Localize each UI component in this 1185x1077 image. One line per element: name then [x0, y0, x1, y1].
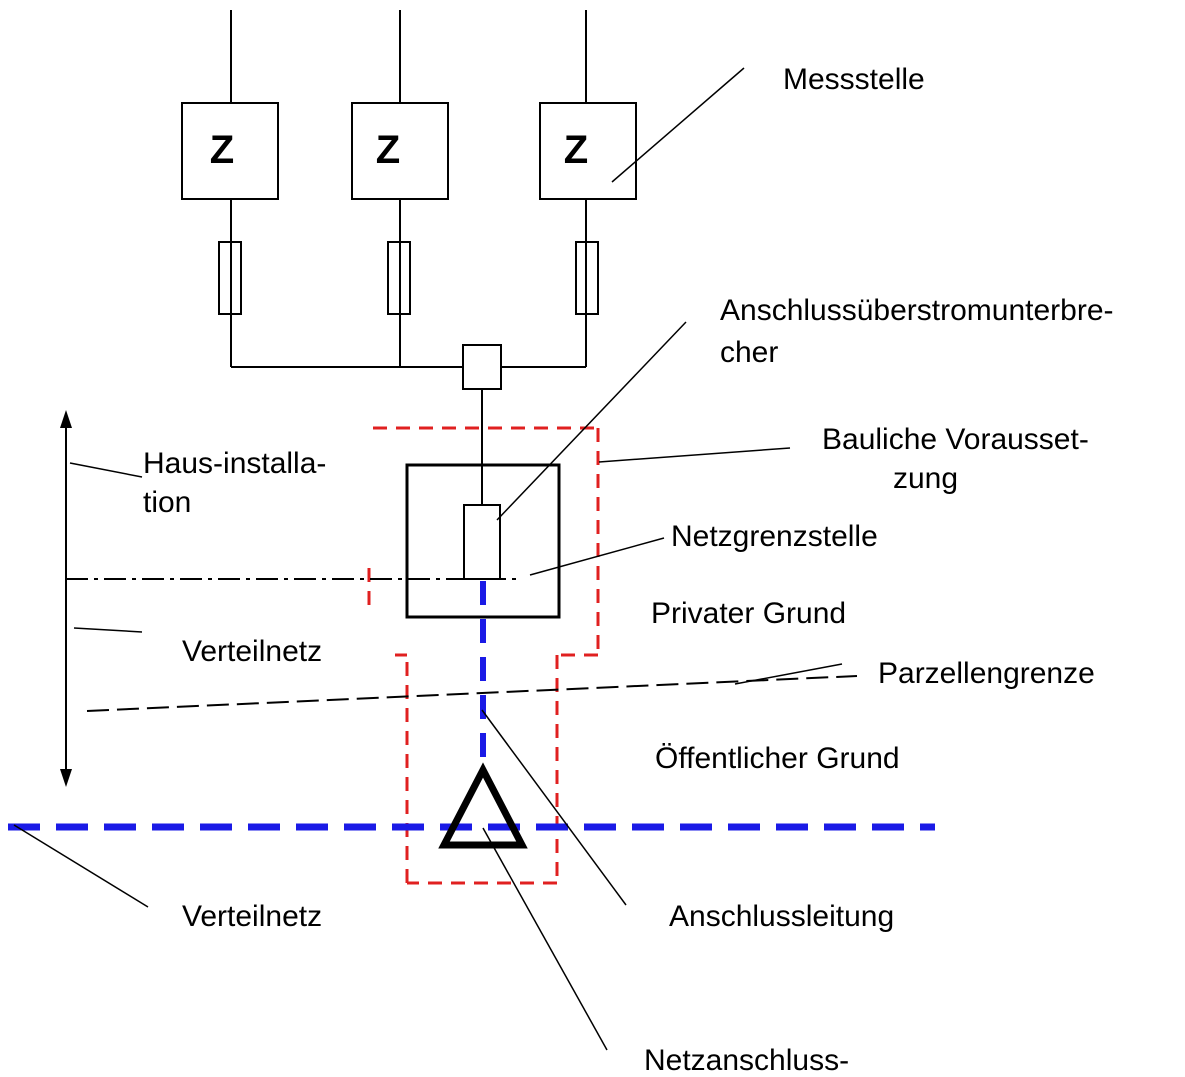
meter-label: Z: [564, 128, 588, 172]
label-anschlussleitung: Anschlussleitung: [669, 900, 894, 933]
label-hausinstallation-2: tion: [143, 486, 191, 519]
label-messstelle: Messstelle: [783, 63, 925, 96]
meter-fuse-lines: [230, 199, 587, 242]
fuse-1: [218, 241, 242, 315]
meter-box-2: Z: [351, 102, 449, 200]
vertical-double-arrow: [60, 410, 72, 787]
house-connection-box: [405, 463, 561, 619]
label-parzellengrenze: Parzellengrenze: [878, 657, 1095, 690]
meter-box-1: Z: [181, 102, 279, 200]
label-bauliche-voraussetzung-2: zung: [893, 462, 958, 495]
label-anschlussueberstromunterbrecher: Anschlussüberstromunterbre-: [720, 294, 1114, 327]
meter-label: Z: [210, 128, 234, 172]
label-privater-grund: Privater Grund: [651, 597, 846, 630]
label-verteilnetz-upper: Verteilnetz: [182, 635, 322, 668]
junction-box: [462, 344, 502, 390]
label-netzgrenzstelle: Netzgrenzstelle: [671, 520, 878, 553]
fuse-2: [387, 241, 411, 315]
meter-label: Z: [376, 128, 400, 172]
meter-box-3: Z: [539, 102, 637, 200]
label-oeffentlicher-grund: Öffentlicher Grund: [655, 742, 900, 775]
network-connection-triangle: [438, 762, 528, 849]
leader-lines: [13, 67, 843, 1051]
meter-feed-lines: [230, 10, 587, 103]
busbar: [230, 314, 587, 368]
fuse-3: [575, 241, 599, 315]
property-boundary-line: [86, 675, 858, 712]
label-netzanschluss: Netzanschluss-: [644, 1044, 849, 1077]
label-verteilnetz-lower: Verteilnetz: [182, 900, 322, 933]
building-requirement-boundary: [367, 426, 600, 885]
label-bauliche-voraussetzung: Bauliche Vorausset-: [822, 423, 1089, 456]
main-connection-fuse: [463, 504, 501, 580]
label-anschlussueberstromunterbrecher-2: cher: [720, 336, 778, 369]
label-hausinstallation: Haus-installa-: [143, 447, 326, 480]
